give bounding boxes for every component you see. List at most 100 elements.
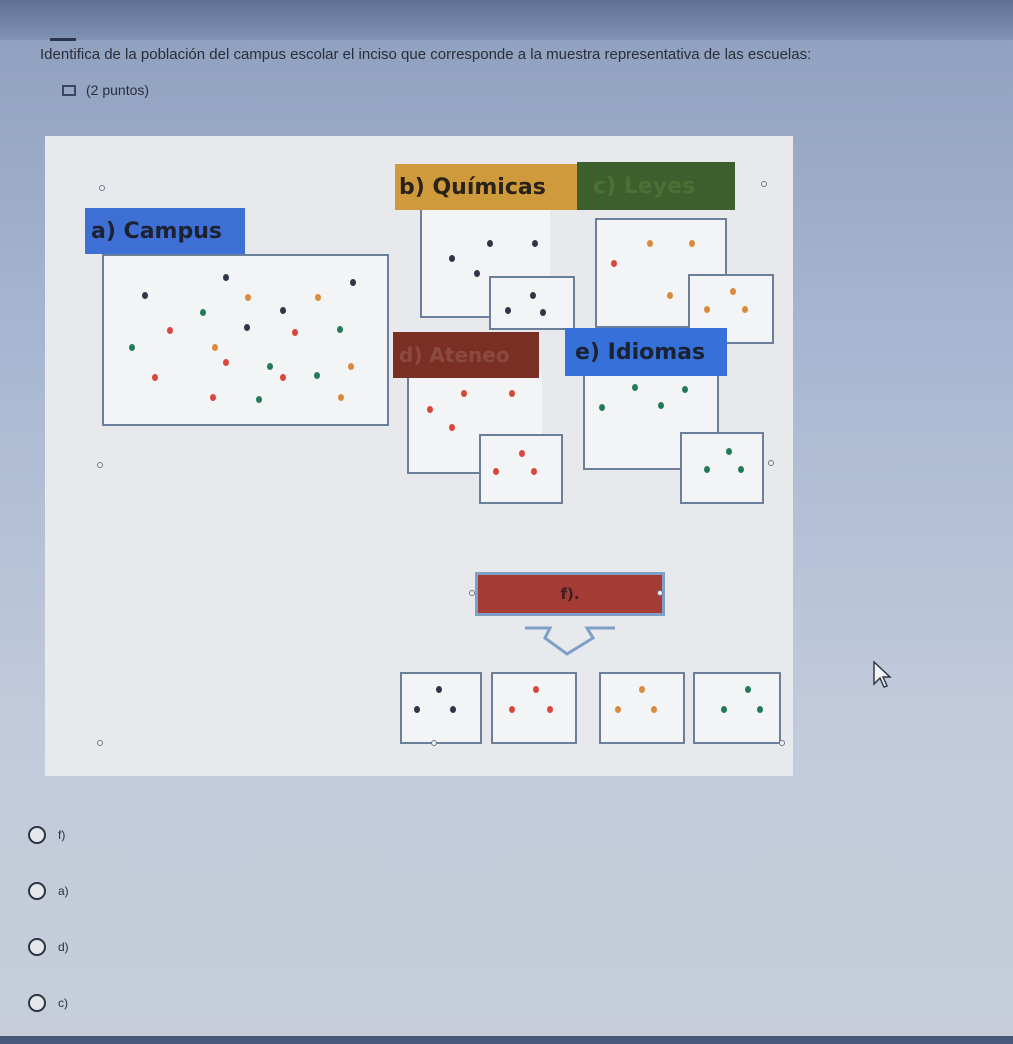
campus-box [102, 254, 389, 426]
red-dot [167, 327, 173, 334]
radio-button[interactable] [28, 826, 46, 844]
red-dot [509, 706, 515, 713]
navy-dot [436, 686, 442, 693]
red-dot [427, 406, 433, 413]
red-dot [223, 359, 229, 366]
green-dot [704, 466, 710, 473]
green-dot [721, 706, 727, 713]
handle-dot [768, 460, 774, 466]
green-dot [267, 363, 273, 370]
navy-dot [414, 706, 420, 713]
handle-dot [761, 181, 767, 187]
green-dot [599, 404, 605, 411]
option-2[interactable]: a) [28, 882, 69, 900]
option-1[interactable]: f) [28, 826, 65, 844]
orange-dot [615, 706, 621, 713]
navy-dot [505, 307, 511, 314]
handle-dot [97, 740, 103, 746]
orange-dot [348, 363, 354, 370]
green-dot [682, 386, 688, 393]
label-f: f). [475, 572, 665, 616]
handle-dot [779, 740, 785, 746]
green-dot [256, 396, 262, 403]
navy-dot [450, 706, 456, 713]
orange-dot [730, 288, 736, 295]
red-dot [280, 374, 286, 381]
points-label: (2 puntos) [86, 82, 150, 98]
quimicas-sample-box [489, 276, 575, 330]
label-quimicas: b) Químicas [395, 164, 577, 210]
label-ateneo: d) Ateneo [393, 332, 539, 378]
label-campus: a) Campus [85, 208, 245, 254]
label-idiomas: e) Idiomas [565, 328, 727, 376]
bottom-bar [0, 1036, 1013, 1044]
option-label: c) [58, 996, 68, 1010]
navy-dot [142, 292, 148, 299]
image-icon[interactable] [62, 84, 76, 96]
orange-dot [639, 686, 645, 693]
figure-panel: a) Campus b) Químicas c) Leyes d) Ateneo… [45, 136, 793, 776]
navy-dot [350, 279, 356, 286]
navy-dot [540, 309, 546, 316]
red-dot [519, 450, 525, 457]
handle-dot [431, 740, 437, 746]
red-dot [493, 468, 499, 475]
green-dot [658, 402, 664, 409]
orange-dot [689, 240, 695, 247]
navy-dot [530, 292, 536, 299]
option-label: d) [58, 940, 69, 954]
navy-dot [474, 270, 480, 277]
green-dot [726, 448, 732, 455]
radio-button[interactable] [28, 994, 46, 1012]
radio-button[interactable] [28, 938, 46, 956]
green-dot [745, 686, 751, 693]
sample-box-4 [693, 672, 781, 744]
red-dot [509, 390, 515, 397]
navy-dot [532, 240, 538, 247]
radio-button[interactable] [28, 882, 46, 900]
red-dot [547, 706, 553, 713]
green-dot [738, 466, 744, 473]
points-row: (2 puntos) [62, 82, 149, 98]
orange-dot [338, 394, 344, 401]
orange-dot [647, 240, 653, 247]
option-4[interactable]: c) [28, 994, 68, 1012]
sample-box-2 [491, 672, 577, 744]
orange-dot [704, 306, 710, 313]
handle-dot [97, 462, 103, 468]
red-dot [449, 424, 455, 431]
navy-dot [244, 324, 250, 331]
orange-dot [245, 294, 251, 301]
sample-box-3 [599, 672, 685, 744]
red-dot [611, 260, 617, 267]
option-label: a) [58, 884, 69, 898]
sample-box-1 [400, 672, 482, 744]
green-dot [314, 372, 320, 379]
green-dot [337, 326, 343, 333]
orange-dot [667, 292, 673, 299]
top-bar [0, 0, 1013, 40]
option-label: f) [58, 828, 66, 842]
red-dot [461, 390, 467, 397]
red-dot [533, 686, 539, 693]
red-dot [152, 374, 158, 381]
red-dot [210, 394, 216, 401]
handle-dot [657, 590, 663, 596]
green-dot [632, 384, 638, 391]
handle-dot [469, 590, 475, 596]
question-text: Identifica de la población del campus es… [40, 46, 812, 63]
label-leyes: c) Leyes [577, 162, 735, 210]
mouse-cursor-icon [873, 660, 892, 688]
top-dash [50, 38, 76, 41]
idiomas-sample-box [680, 432, 764, 504]
arrow-connector [525, 626, 615, 656]
red-dot [531, 468, 537, 475]
red-dot [292, 329, 298, 336]
navy-dot [449, 255, 455, 262]
orange-dot [212, 344, 218, 351]
ateneo-sample-box [479, 434, 563, 504]
option-3[interactable]: d) [28, 938, 69, 956]
navy-dot [223, 274, 229, 281]
orange-dot [315, 294, 321, 301]
green-dot [757, 706, 763, 713]
